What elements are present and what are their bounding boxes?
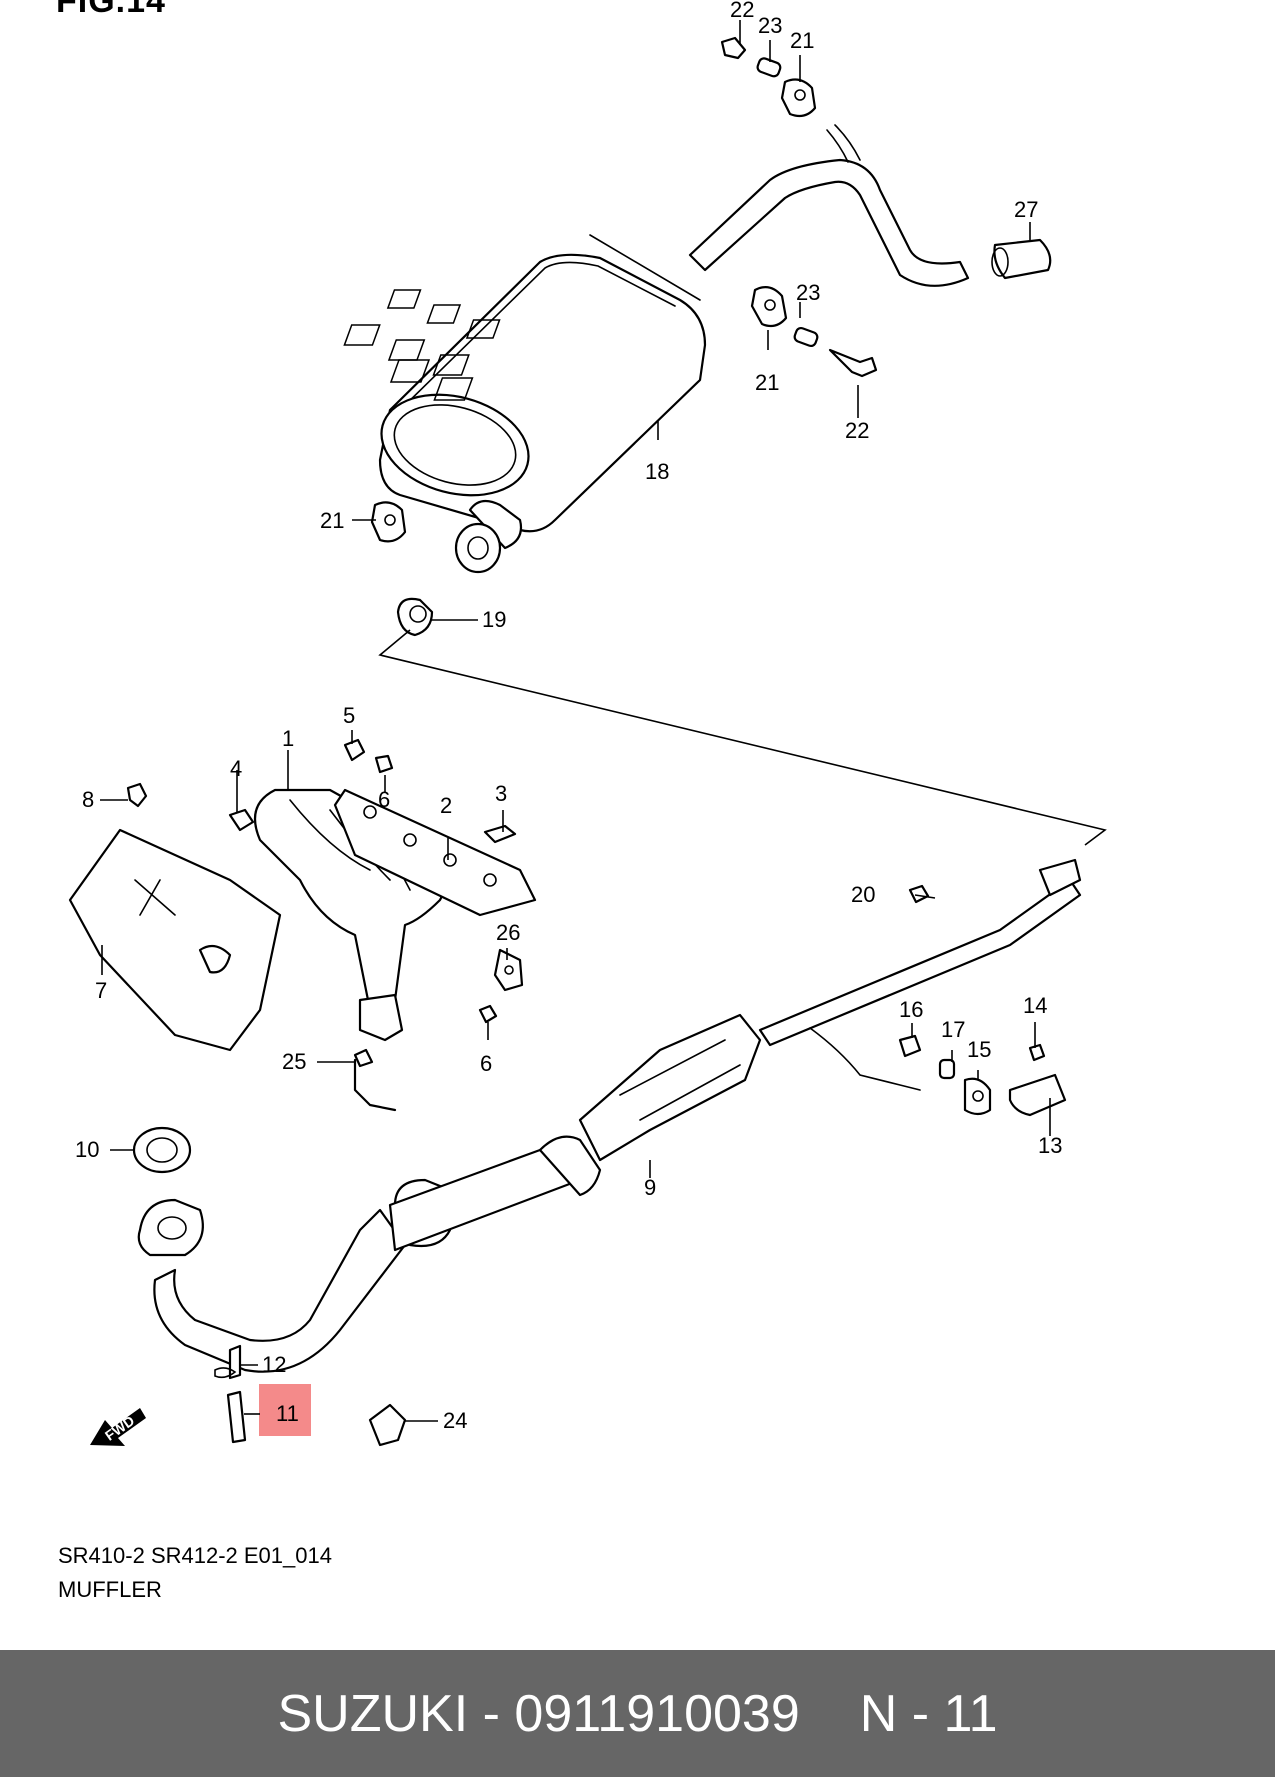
callout-18: 18 [645,459,669,484]
manifold-hardware [126,738,930,1068]
leader-lines [100,20,1051,1422]
callout-21-top: 21 [790,28,814,53]
callout-9: 9 [644,1175,656,1200]
callout-10: 10 [75,1137,99,1162]
muffler [343,234,707,574]
callout-13: 13 [1038,1133,1062,1158]
exhaust-diagram: FWD 22 23 [68,0,1107,1447]
callout-5: 5 [343,703,355,728]
callout-2: 2 [440,793,452,818]
front-pipe [153,858,1082,1373]
callout-21-mid: 21 [755,370,779,395]
callout-24: 24 [443,1408,467,1433]
callout-25: 25 [282,1049,306,1074]
heat-shield [68,828,282,1052]
callout-3: 3 [495,781,507,806]
callout-4: 4 [230,756,242,781]
highlight-box [259,1384,311,1436]
footer-brand: SUZUKI [277,1684,469,1743]
diagram-name: MUFFLER [58,1577,162,1602]
callout-6-top: 6 [378,787,390,812]
callout-14: 14 [1023,993,1047,1018]
diagram-code: SR410-2 SR412-2 E01_014 [58,1543,332,1568]
right-hardware [214,1027,1067,1447]
exhaust-manifold [253,788,537,1112]
footer-bar: SUZUKI - 0911910039 N - 11 [0,1650,1275,1777]
front-gaskets [132,1126,204,1257]
callout-22-mid: 22 [845,418,869,443]
callout-20: 20 [851,882,875,907]
figure-label: FIG.14 [56,0,166,20]
callout-19: 19 [482,607,506,632]
callout-26: 26 [496,920,520,945]
callout-11: 11 [276,1401,299,1426]
callout-8: 8 [82,787,94,812]
callout-15: 15 [967,1037,991,1062]
callout-1: 1 [282,726,294,751]
callout-17: 17 [941,1017,965,1042]
callout-numbers: 22 23 21 27 23 21 22 18 21 19 5 1 4 6 8 … [75,0,1062,1433]
footer-ref: N - 11 [859,1684,998,1743]
callout-21-left: 21 [320,508,344,533]
footer-part-number: 0911910039 [514,1684,800,1743]
callout-12: 12 [262,1352,286,1377]
callout-6-bottom: 6 [480,1051,492,1076]
callout-7: 7 [95,978,107,1003]
callout-16: 16 [899,997,923,1022]
callout-22-top: 22 [730,0,754,22]
callout-23-mid: 23 [796,280,820,305]
tail-pipe [688,124,970,287]
footer-separator: - [482,1684,500,1743]
callout-23-top: 23 [758,13,782,38]
fwd-arrow: FWD [90,1408,146,1446]
upper-hardware [370,36,1052,637]
callout-27: 27 [1014,197,1038,222]
